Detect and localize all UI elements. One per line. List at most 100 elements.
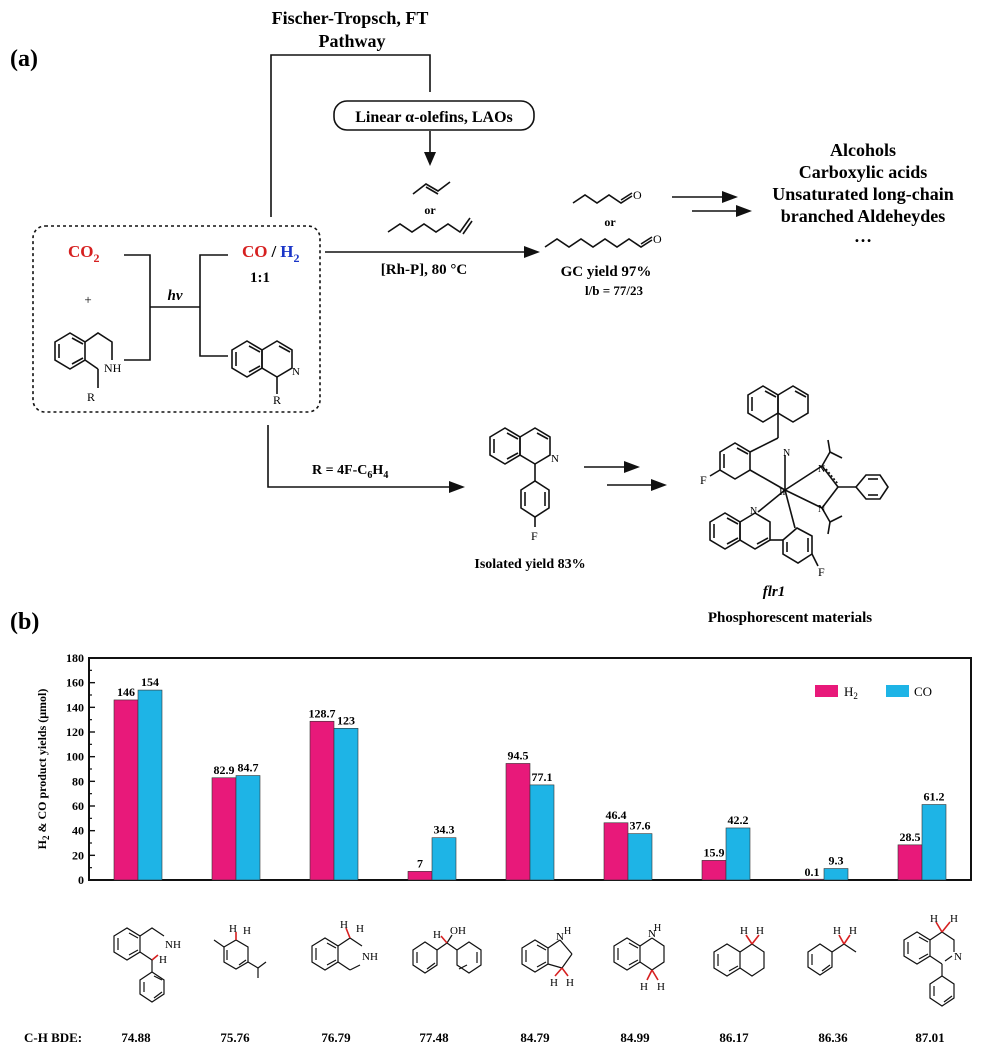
- rh-conditions: [Rh-P], 80 °C: [381, 262, 467, 278]
- h2-bar: [799, 878, 825, 881]
- co-bar: [725, 827, 751, 881]
- s9-n: N: [954, 951, 962, 963]
- s4-h: H: [433, 929, 441, 941]
- or-label-1: or: [424, 203, 436, 217]
- co-bar: [431, 837, 457, 881]
- octanal-structure: [544, 236, 653, 248]
- hexene-structure: [387, 217, 471, 234]
- bde-row-label: C-H BDE:: [24, 1030, 82, 1045]
- panel-a-label: (a): [10, 46, 38, 72]
- h2-bar: [603, 822, 629, 881]
- s2-h-left: H: [229, 923, 237, 935]
- complex-arrow-2-head: [651, 479, 667, 491]
- co-bar-value-label: 154: [141, 675, 159, 689]
- y-tick-label: 120: [66, 725, 84, 739]
- h2-bar: [309, 720, 335, 881]
- legend-h2-swatch: [815, 685, 838, 697]
- co-bar: [137, 689, 163, 881]
- complex-n-amid-bottom: N: [818, 504, 825, 515]
- ratio-label: 1:1: [250, 270, 270, 286]
- s8-h-2: H: [849, 925, 857, 937]
- hv-bracket-right: [199, 254, 228, 357]
- legend-co-swatch: [886, 685, 909, 697]
- hv-label: hv: [168, 288, 183, 304]
- s5-nh: H: [564, 926, 571, 937]
- reaction-dashed-box: [32, 225, 321, 413]
- hydroformylation-arrow-head: [524, 246, 540, 258]
- s3-h-1: H: [340, 919, 348, 931]
- s1-nh: NH: [165, 939, 181, 951]
- y-tick-label: 20: [72, 848, 84, 862]
- r-substituent: R = 4F-C6H4: [312, 463, 388, 481]
- ir-label: Ir: [779, 486, 787, 498]
- s6-h-1: H: [640, 981, 648, 993]
- substrate-structures: NH H H H H H NH: [113, 913, 962, 1007]
- legend-co-label: CO: [914, 684, 932, 699]
- s7-h-2: H: [756, 925, 764, 937]
- complex-arrow-1-head: [624, 461, 640, 473]
- substrate-3: [311, 927, 363, 971]
- s3-nh: NH: [362, 951, 378, 963]
- s6-h-2: H: [657, 981, 665, 993]
- s9-h-2: H: [950, 913, 958, 925]
- co-bar-value-label: 123: [337, 713, 355, 727]
- co-bar: [333, 727, 359, 881]
- propene-double-bond: [425, 186, 439, 195]
- complex-n-amid-top: N: [818, 464, 825, 475]
- product-branched-aldehydes: branched Aldeheydes: [781, 206, 946, 226]
- bde-value: 87.01: [915, 1030, 944, 1045]
- s6-nh: H: [654, 923, 661, 934]
- fluorophenyl-isoquinoline-structure: [489, 427, 551, 527]
- h2-bar: [407, 871, 433, 881]
- co-bar: [921, 804, 947, 881]
- hexene-double-bond: [462, 220, 473, 235]
- substrate-4: [412, 934, 482, 974]
- thiq-r: R: [87, 390, 95, 404]
- isolated-yield: Isolated yield 83%: [474, 557, 585, 572]
- complex-n-bottom: N: [750, 506, 757, 517]
- bde-value: 74.88: [121, 1030, 151, 1045]
- h2-bar: [897, 844, 923, 881]
- lao-box: [333, 100, 535, 131]
- h2-bar: [505, 763, 531, 881]
- lb-ratio: l/b = 77/23: [585, 283, 643, 298]
- h2-bar-value-label: 46.4: [606, 808, 627, 822]
- bde-value: 84.79: [520, 1030, 550, 1045]
- substrate-6: [613, 937, 665, 981]
- product-unsaturated: Unsaturated long-chain: [772, 184, 954, 204]
- complex-f-right: F: [818, 565, 825, 579]
- bar-chart: 02040608010012014016018014682.9128.7794.…: [66, 651, 972, 887]
- product-arrow-2-head: [736, 205, 752, 217]
- propene-structure: [412, 181, 451, 195]
- product-carboxylic-acids: Carboxylic acids: [799, 162, 928, 182]
- plus-sign: +: [84, 292, 91, 307]
- h2-bar-value-label: 146: [117, 685, 135, 699]
- bde-value: 76.79: [321, 1030, 351, 1045]
- s9-h-1: H: [930, 913, 938, 925]
- substrate-5: [521, 939, 573, 977]
- h2-bar: [113, 699, 139, 881]
- butanal-o: O: [633, 188, 642, 202]
- co-bar: [823, 868, 849, 881]
- y-tick-label: 180: [66, 651, 84, 665]
- butanal-structure: [572, 192, 633, 204]
- octanal-o: O: [653, 232, 662, 246]
- y-tick-label: 60: [72, 799, 84, 813]
- bde-value: 75.76: [220, 1030, 250, 1045]
- substrate-9: [903, 921, 955, 1007]
- s1-h: H: [159, 954, 167, 966]
- co-bar-value-label: 84.7: [238, 761, 259, 775]
- s4-oh: OH: [450, 925, 466, 937]
- h2-bar: [701, 860, 727, 881]
- ft-pathway-line1: Fischer-Tropsch, FT: [272, 8, 429, 28]
- bde-value: 86.17: [719, 1030, 749, 1045]
- isoquinoline-r: R: [273, 393, 281, 407]
- h2-bar-value-label: 0.1: [805, 865, 820, 879]
- co-bar-value-label: 42.2: [728, 813, 749, 827]
- co-bar-value-label: 61.2: [924, 790, 945, 804]
- y-axis-label: H2 & CO product yields (μmol): [35, 689, 51, 850]
- gc-yield: GC yield 97%: [561, 264, 652, 280]
- lao-box-label: Linear α-olefins, LAOs: [355, 109, 513, 126]
- s8-h-1: H: [833, 925, 841, 937]
- s5-n: N: [556, 931, 564, 943]
